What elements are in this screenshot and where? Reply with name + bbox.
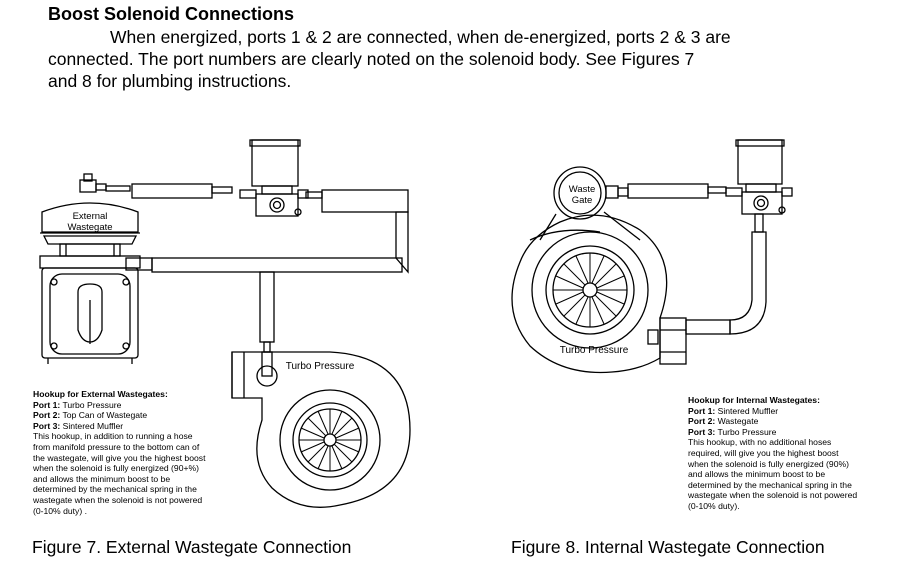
intro-line-1: When energized, ports 1 & 2 are connecte… [110,27,731,47]
figure8-note-line: when the solenoid is fully energized (90… [688,458,849,469]
figure7-note-line: (0-10% duty) . [33,505,87,516]
figure8-note-line: (0-10% duty). [688,500,740,511]
figure8-wastegate-label-1: Waste [569,184,596,195]
figure7-solenoid [239,139,309,217]
figure8-turbo-label: Turbo Pressure [560,345,629,356]
figure7-caption: Figure 7. External Wastegate Connection [32,537,352,557]
figure7-diagram: External Wastegate [39,139,411,508]
figure8-port2: Port 2: Wastegate [688,416,759,427]
figure7-note-line: the wastegate, will give you the highest… [33,452,206,463]
figure8-note-heading: Hookup for Internal Wastegates: [688,395,820,405]
external-wastegate-label-1: External [73,211,108,222]
figure8-diagram: Waste Gate [511,139,793,374]
figure7-note-line: determined by the mechanical spring in t… [33,484,197,495]
figure8-note-line: required, will give you the highest boos… [688,447,839,458]
figure7-turbo-label: Turbo Pressure [286,361,355,372]
figure8-note-line: This hookup, with no additional hoses [688,437,832,448]
figure8-note-line: determined by the mechanical spring in t… [688,479,852,490]
figure8-hoses [617,183,767,335]
figure7-port3: Port 3: Sintered Muffler [33,420,124,431]
figure7-note-line: This hookup, in addition to running a ho… [33,431,193,442]
figure8-turbo: Waste Gate [511,166,687,374]
figure7-hoses [105,183,409,343]
figure7-turbo: Turbo Pressure [231,341,411,508]
figure7-note-heading: Hookup for External Wastegates: [33,389,168,399]
figure8-wastegate-label-2: Gate [572,195,593,206]
figure8-port1: Port 1: Sintered Muffler [688,405,779,416]
intro-line-2: connected. The port numbers are clearly … [48,49,695,69]
figure7-port1: Port 1: Turbo Pressure [33,399,122,410]
intro-text: When energized, ports 1 & 2 are connecte… [48,26,868,92]
figure7-port2: Port 2: Top Can of Wastegate [33,410,148,421]
figure8-note-line: and allows the minimum boost to be [688,469,826,480]
intro-line-3: and 8 for plumbing instructions. [48,71,292,91]
figure7-note-line: when the solenoid is fully energized (90… [33,463,200,474]
external-wastegate-label-2: Wastegate [67,222,112,233]
figure7-note-line: wastegate when the solenoid is not power… [33,494,203,505]
figure8-caption: Figure 8. Internal Wastegate Connection [511,537,825,557]
figure7-note-line: and allows the minimum boost to be [33,473,171,484]
external-wastegate: External Wastegate [39,173,153,364]
figure8-note-line: wastegate when the solenoid is not power… [688,490,858,501]
figure8-solenoid [725,139,793,215]
page-title: Boost Solenoid Connections [48,4,294,24]
figure7-note: Hookup for External Wastegates: Port 1: … [33,389,263,516]
figure8-port3: Port 3: Turbo Pressure [688,426,777,437]
figure8-note: Hookup for Internal Wastegates: Port 1: … [688,395,903,512]
figure7-note-line: from manifold pressure to the bottom can… [33,441,200,452]
